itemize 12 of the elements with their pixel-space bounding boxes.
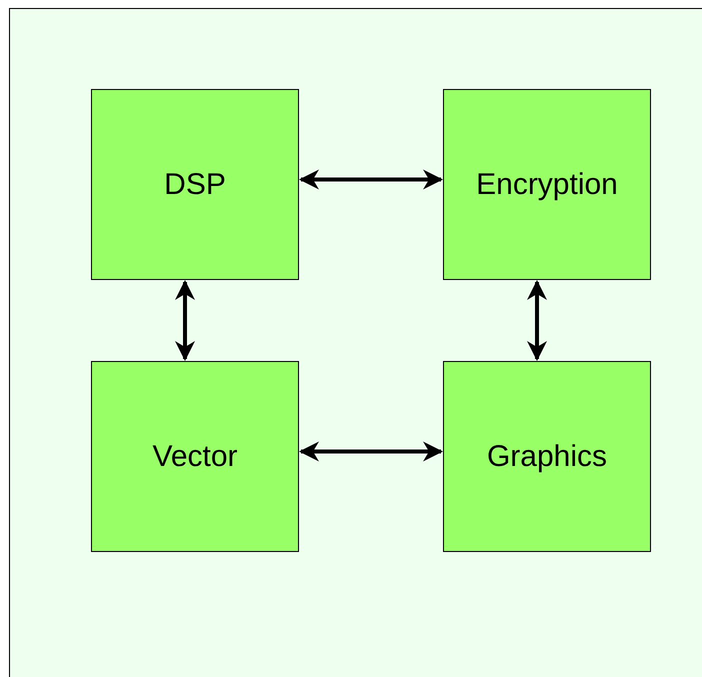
double-arrow (299, 442, 443, 462)
double-arrow (175, 280, 195, 361)
double-arrow (299, 170, 443, 190)
box-label: Encryption (476, 168, 618, 202)
double-arrow (527, 280, 547, 361)
box-label: Vector (152, 440, 238, 474)
box-label: DSP (164, 168, 226, 202)
process-box (91, 89, 299, 280)
process-box (91, 361, 299, 552)
box-label: Graphics (486, 440, 608, 474)
process-box (443, 89, 651, 280)
process-box (443, 361, 651, 552)
